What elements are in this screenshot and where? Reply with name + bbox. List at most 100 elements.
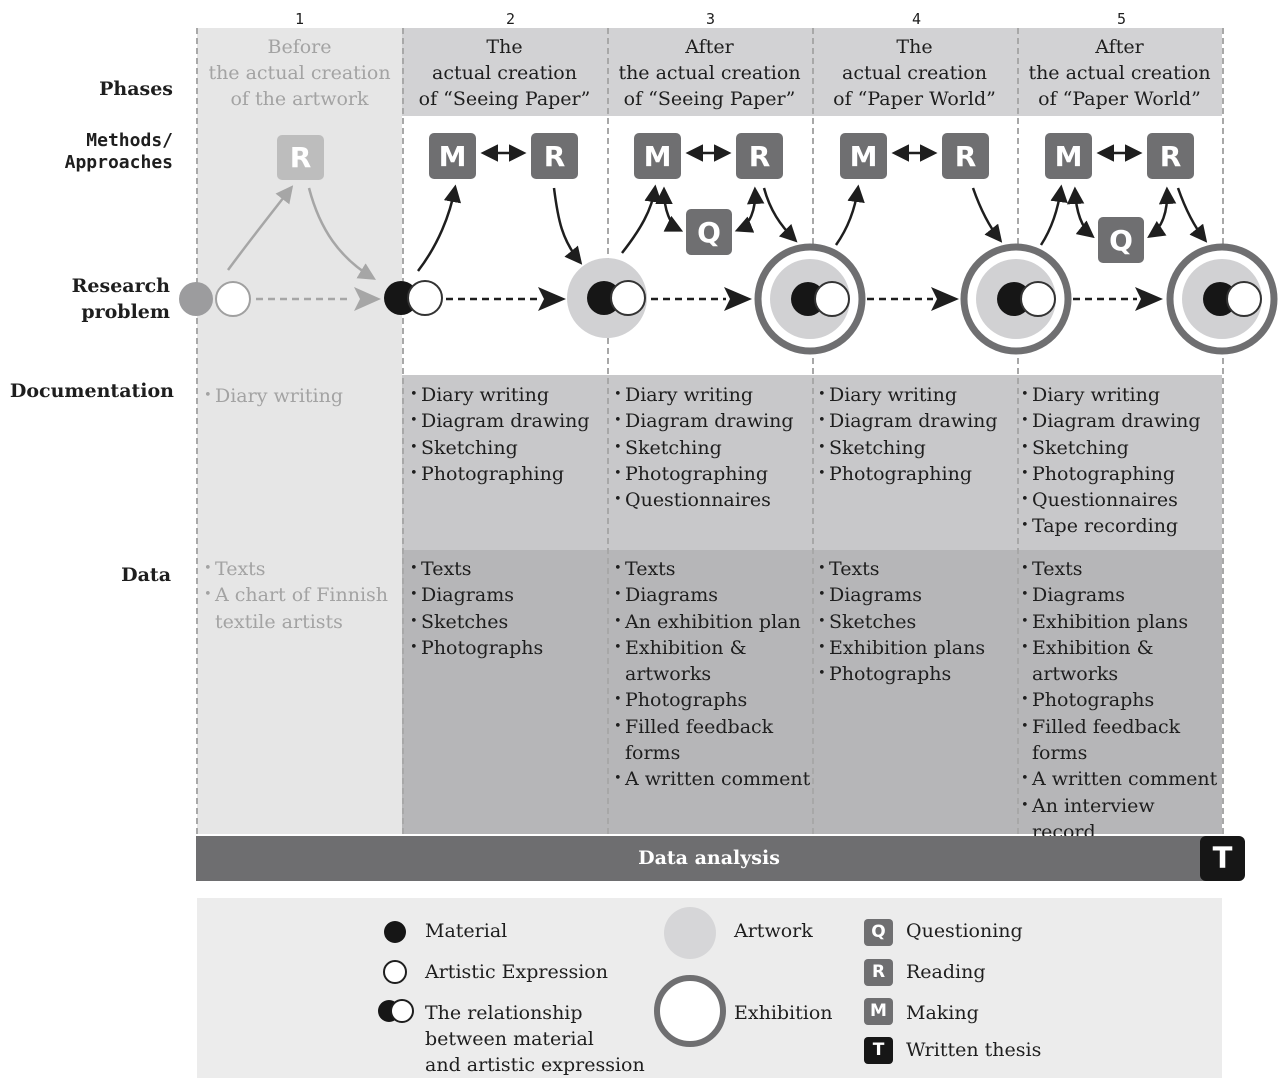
questioning-legend-icon: Q — [864, 919, 893, 946]
legend-questioning: Questioning — [906, 920, 1023, 942]
list-item: Filled feedback forms — [1020, 714, 1192, 767]
making-legend-icon: M — [864, 998, 893, 1025]
phase-number: 5 — [1116, 10, 1127, 28]
list-item: A written comment — [613, 766, 811, 793]
list-item: Diary writing — [817, 382, 1015, 409]
row-label-documentation: Documentation — [9, 380, 174, 402]
svg-text:R: R — [955, 140, 977, 173]
column-divider — [812, 28, 814, 834]
list-item: Diagrams — [817, 582, 1015, 609]
list-item: Exhibition & artworks — [613, 635, 765, 688]
list-item: Diary writing — [203, 383, 401, 410]
list-item: Sketching — [817, 435, 1015, 462]
list-item: Sketches — [817, 609, 1015, 636]
phase-number: 3 — [705, 10, 716, 28]
svg-text:R: R — [1160, 140, 1182, 173]
legend-artistic-expression: Artistic Expression — [425, 961, 608, 983]
column-divider — [1222, 28, 1224, 834]
column-divider — [402, 28, 404, 834]
row-label-data: Data — [121, 564, 171, 586]
artwork-legend-icon — [664, 907, 716, 959]
col5-questioning-box: Q — [1098, 217, 1144, 263]
written-thesis-badge: T — [1200, 836, 1245, 881]
list-item: Photographs — [409, 635, 607, 662]
svg-text:R: R — [749, 140, 771, 173]
list-item: Sketching — [409, 435, 607, 462]
row-label-methods: Methods/Approaches — [64, 130, 173, 173]
col2-making-box: M — [429, 133, 476, 179]
list-item: Photographing — [817, 461, 1015, 488]
data-list: Texts Diagrams Sketches Exhibition plans… — [817, 556, 1015, 688]
col4-making-box: M — [840, 133, 887, 179]
data-list: Texts Diagrams Exhibition plans Exhibiti… — [1020, 556, 1221, 845]
list-item: Filled feedback forms — [613, 714, 785, 767]
list-item: Exhibition plans — [1020, 609, 1221, 636]
legend-artwork: Artwork — [734, 920, 813, 942]
list-item: Diagram drawing — [409, 408, 607, 435]
column-divider — [196, 28, 198, 834]
list-item: Diagrams — [1020, 582, 1221, 609]
phase-number: 1 — [294, 10, 305, 28]
svg-text:Q: Q — [1109, 224, 1133, 257]
list-item: Photographing — [1020, 461, 1221, 488]
list-item: Exhibition & artworks — [1020, 635, 1172, 688]
material-dot — [179, 282, 213, 316]
col3-relationship-dots — [587, 280, 646, 316]
svg-text:M: M — [439, 140, 467, 173]
col5-reading-box: R — [1147, 133, 1194, 179]
legend-written-thesis: Written thesis — [906, 1039, 1042, 1061]
list-item: Photographs — [613, 687, 811, 714]
list-item: Photographs — [817, 661, 1015, 688]
list-item: Questionnaires — [1020, 487, 1221, 514]
list-item: Diary writing — [613, 382, 811, 409]
col3-making-box: M — [634, 133, 681, 179]
col3-questioning-box: Q — [686, 209, 732, 255]
svg-text:M: M — [1055, 140, 1083, 173]
list-item: Diagrams — [613, 582, 811, 609]
documentation-list: Diary writing Diagram drawing Sketching … — [817, 382, 1015, 487]
col5-making-box: M — [1045, 133, 1092, 179]
col4-reading-box: R — [942, 133, 989, 179]
list-item: Photographing — [409, 461, 607, 488]
data-analysis-bar: Data analysis — [196, 836, 1222, 881]
legend-exhibition: Exhibition — [734, 1002, 833, 1024]
legend-material: Material — [425, 920, 508, 942]
phase-number: 4 — [911, 10, 922, 28]
documentation-list: Diary writing Diagram drawing Sketching … — [613, 382, 811, 514]
svg-text:R: R — [290, 141, 312, 174]
documentation-list: Diary writing Diagram drawing Sketching … — [409, 382, 607, 487]
list-item: Diary writing — [1020, 382, 1221, 409]
list-item: Diagram drawing — [817, 408, 1015, 435]
col4-relationship-dots — [791, 281, 850, 317]
list-item: An exhibition plan — [613, 609, 811, 636]
row-label-phases: Phases — [99, 78, 173, 100]
list-item: Sketching — [1020, 435, 1221, 462]
col2-reading-box: R — [531, 133, 578, 179]
list-item: Diary writing — [409, 382, 607, 409]
col2-relationship-dots — [384, 280, 443, 316]
list-item: Diagrams — [409, 582, 607, 609]
list-item: Texts — [203, 556, 395, 583]
list-item: Questionnaires — [613, 487, 811, 514]
reading-legend-icon: R — [864, 959, 893, 986]
final-relationship-dots — [1203, 281, 1262, 317]
list-item: Photographs — [1020, 687, 1221, 714]
column-divider — [607, 28, 609, 834]
svg-text:R: R — [544, 140, 566, 173]
data-list: Texts A chart of Finnish textile artists — [203, 556, 395, 635]
list-item: A chart of Finnish textile artists — [203, 582, 395, 635]
svg-text:M: M — [850, 140, 878, 173]
column-divider — [1017, 28, 1019, 834]
artistic-expression-legend-icon — [383, 960, 407, 984]
list-item: A written comment — [1020, 766, 1221, 793]
material-legend-icon — [384, 921, 406, 943]
list-item: Sketches — [409, 609, 607, 636]
